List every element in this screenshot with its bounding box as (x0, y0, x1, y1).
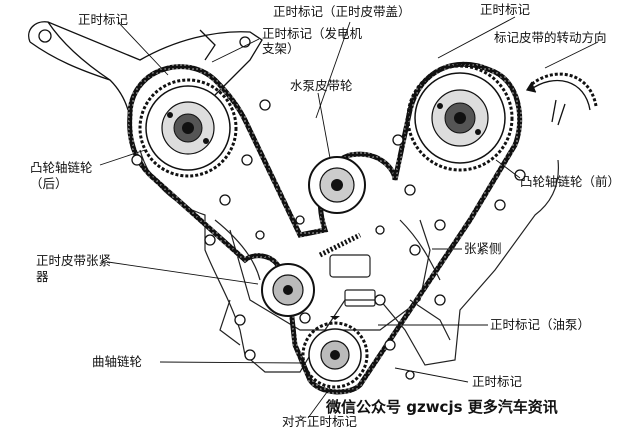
label-timing-mark-alternator-line2: 支架） (262, 41, 300, 56)
label-timing-mark-alternator-line1: 正时标记（发电机 (262, 26, 363, 41)
cam-sprocket-rear (138, 78, 238, 178)
watermark: 微信公众号 gzwcjs 更多汽车资讯 (325, 398, 558, 416)
belt-direction-icon (525, 72, 598, 126)
label-tensioner-line1: 正时皮带张紧 (36, 253, 111, 268)
alternator-bracket (28, 21, 263, 111)
label-belt-rotation-direction: 标记皮带的转动方向 (494, 30, 607, 45)
label-cam-sprocket-front: 凸轮轴链轮（前） (520, 174, 620, 189)
water-pump-pulley (308, 156, 366, 214)
label-timing-mark-belt-cover: 正时标记（正时皮带盖） (273, 4, 411, 19)
leader-lines (99, 16, 599, 419)
label-timing-mark-oil-pump: 正时标记（油泵） (490, 317, 590, 332)
label-tension-side: 张紧侧 (464, 241, 502, 256)
label-timing-mark-top-right: 正时标记 (480, 2, 531, 17)
label-tensioner-line2: 器 (36, 269, 49, 284)
label-timing-mark-bottom: 正时标记 (472, 374, 523, 389)
label-timing-mark-top-left: 正时标记 (78, 12, 129, 27)
label-cam-sprocket-rear-line2: （后） (30, 176, 68, 191)
label-align-timing-marks: 对齐正时标记 (282, 414, 358, 427)
cam-sprocket-front (406, 64, 514, 172)
bolts (131, 99, 526, 380)
crank-sprocket (301, 316, 369, 389)
belt-tensioner (261, 232, 362, 317)
label-crank-sprocket: 曲轴链轮 (92, 354, 142, 369)
label-water-pump-pulley: 水泵皮带轮 (290, 78, 353, 93)
label-cam-sprocket-rear-line1: 凸轮轴链轮 (30, 160, 93, 175)
